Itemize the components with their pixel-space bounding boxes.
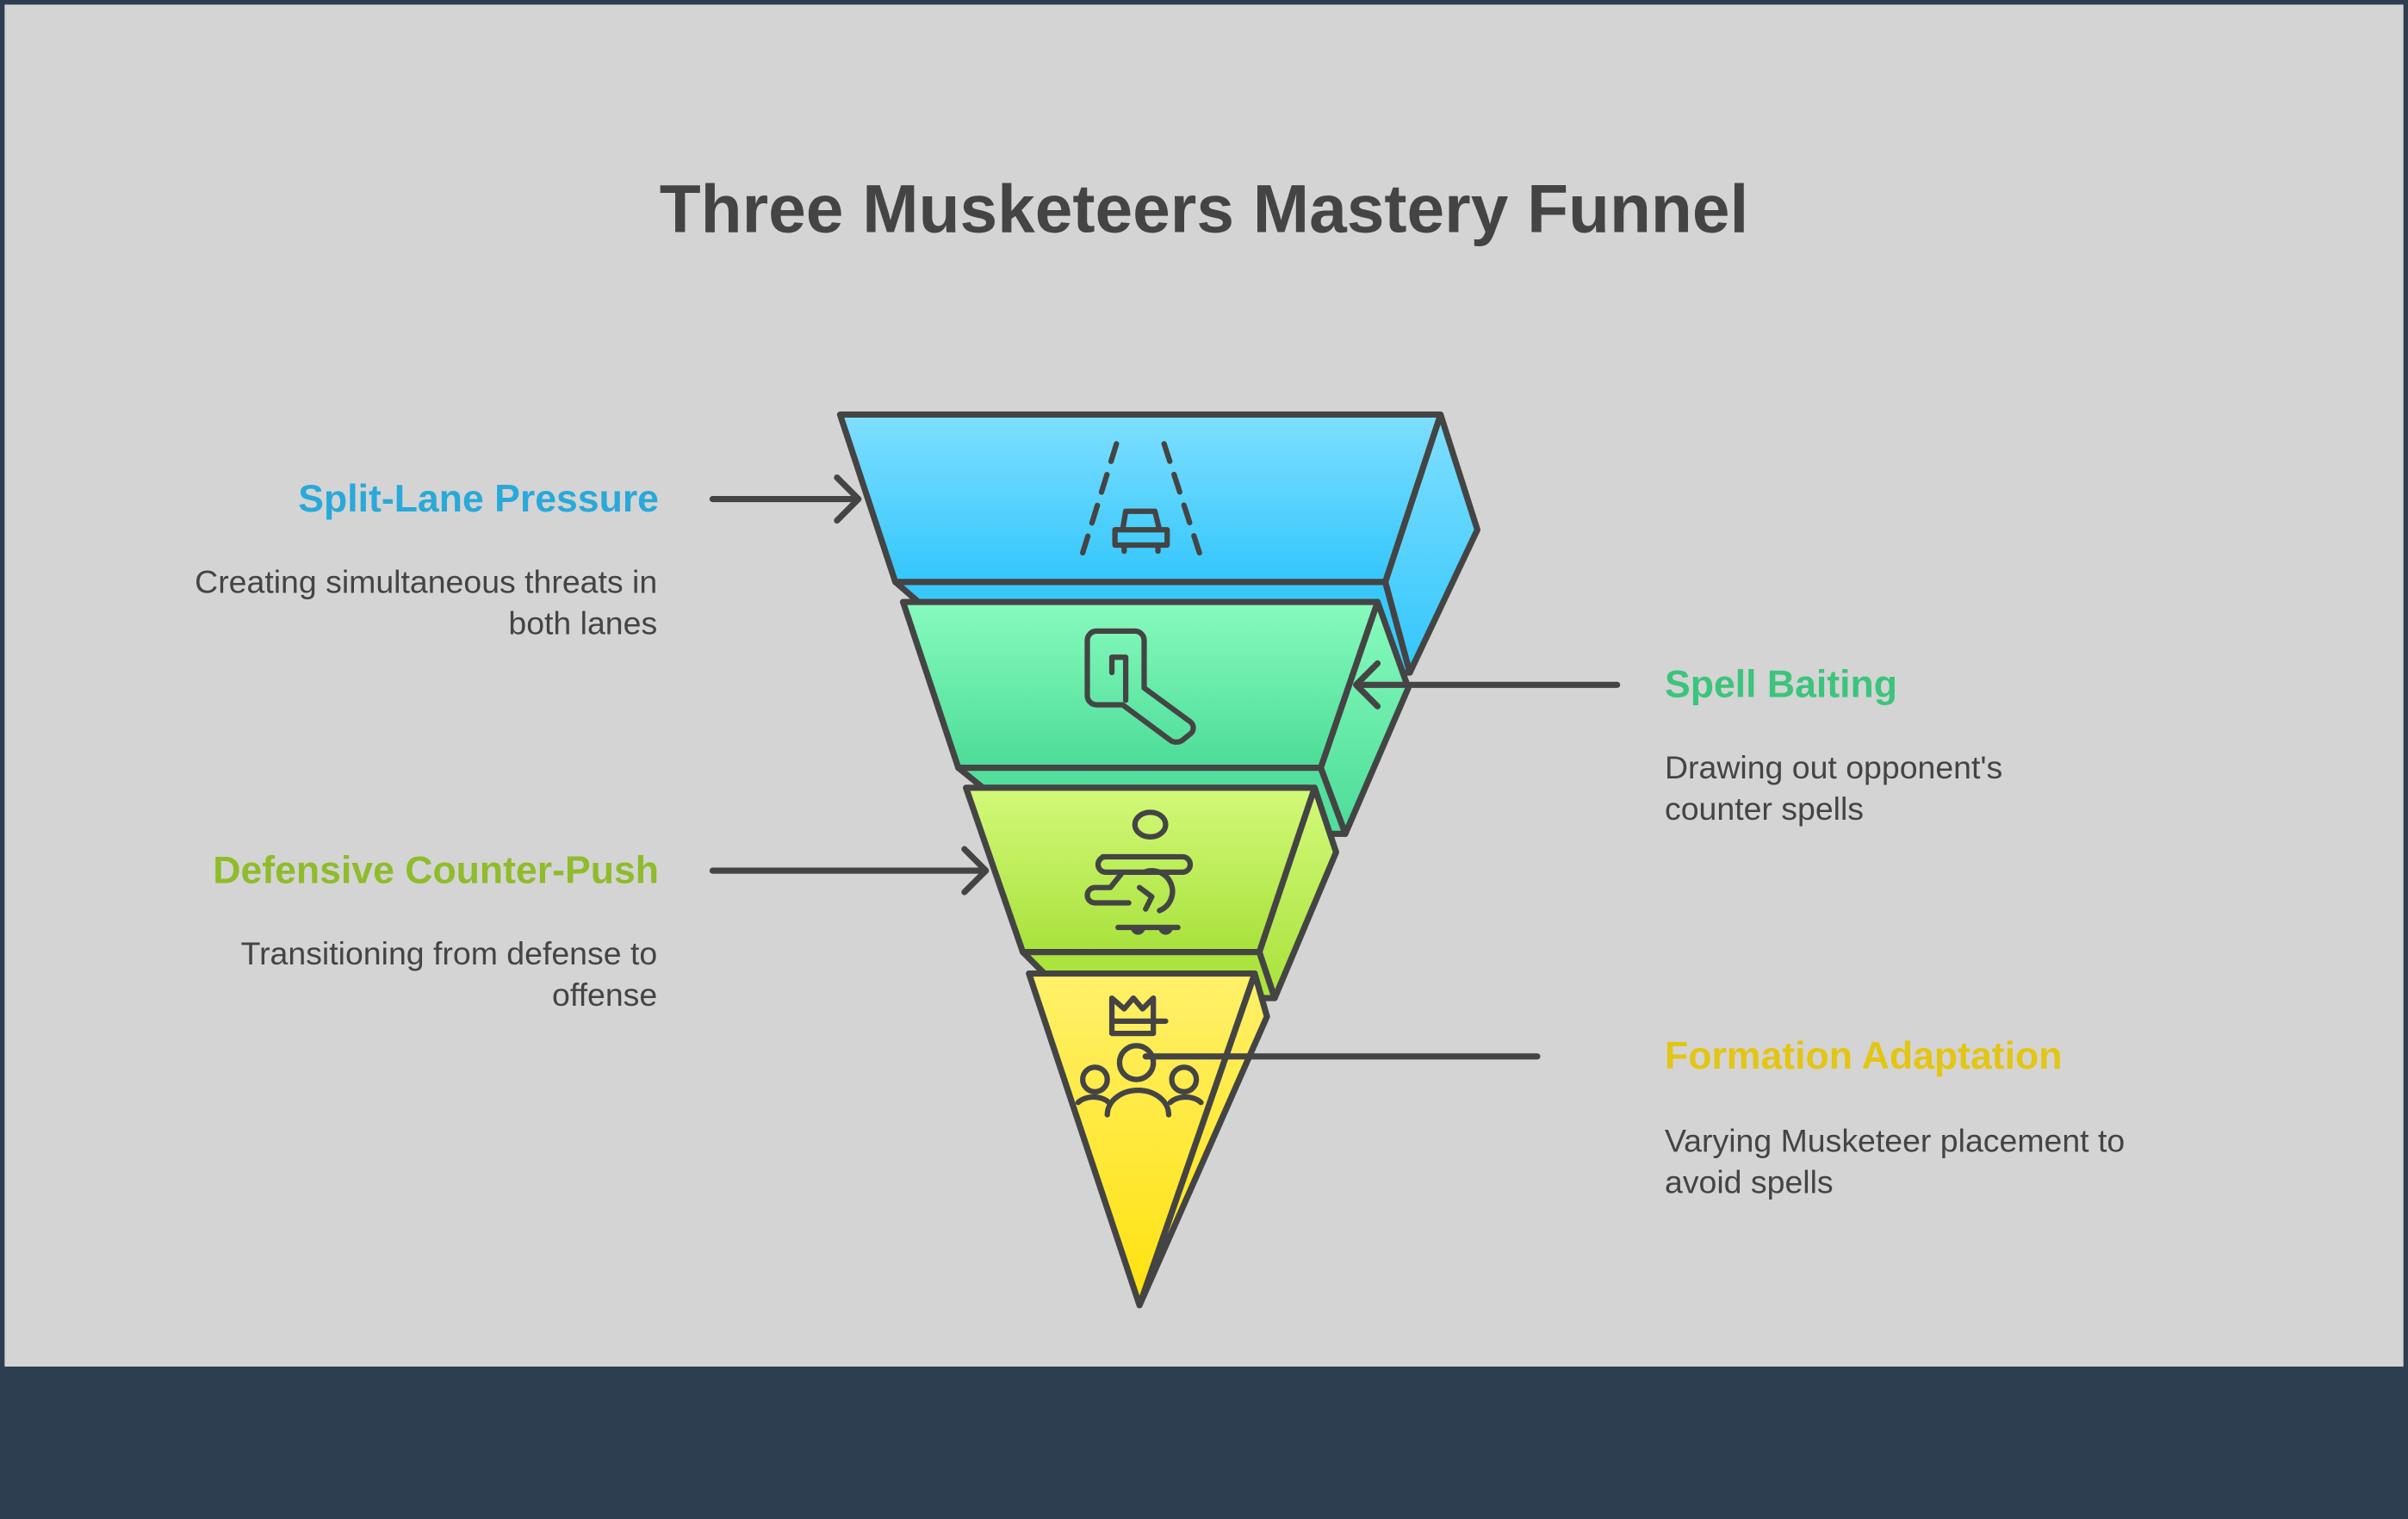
stage-1-description: Creating simultaneous threats in both la…	[195, 565, 658, 642]
stage-2-title: Spell Baiting	[1664, 663, 1897, 707]
stage-3-description: Transitioning from defense to offense	[240, 936, 658, 1014]
funnel-layer-2	[899, 598, 1412, 837]
stage-1-title: Split-Lane Pressure	[298, 477, 659, 521]
page-title: Three Musketeers Mastery Funnel	[659, 171, 1749, 248]
stage-2-description: Drawing out opponent's counter spells	[1664, 750, 2003, 828]
connector-arrow-3	[709, 846, 990, 896]
crown-group-icon	[1075, 995, 1204, 1118]
stage-4-title: Formation Adaptation	[1664, 1034, 2063, 1078]
connector-arrow-1	[709, 474, 862, 524]
connector-arrow-2	[1352, 660, 1621, 710]
footer-bar	[0, 1367, 2408, 1519]
road-car-icon	[1080, 441, 1202, 556]
skateboarder-icon	[1084, 809, 1194, 935]
stage-4-description: Varying Musketeer placement to avoid spe…	[1664, 1124, 2126, 1201]
wrench-icon	[1084, 628, 1196, 745]
stage-3-title: Defensive Counter-Push	[213, 849, 659, 893]
